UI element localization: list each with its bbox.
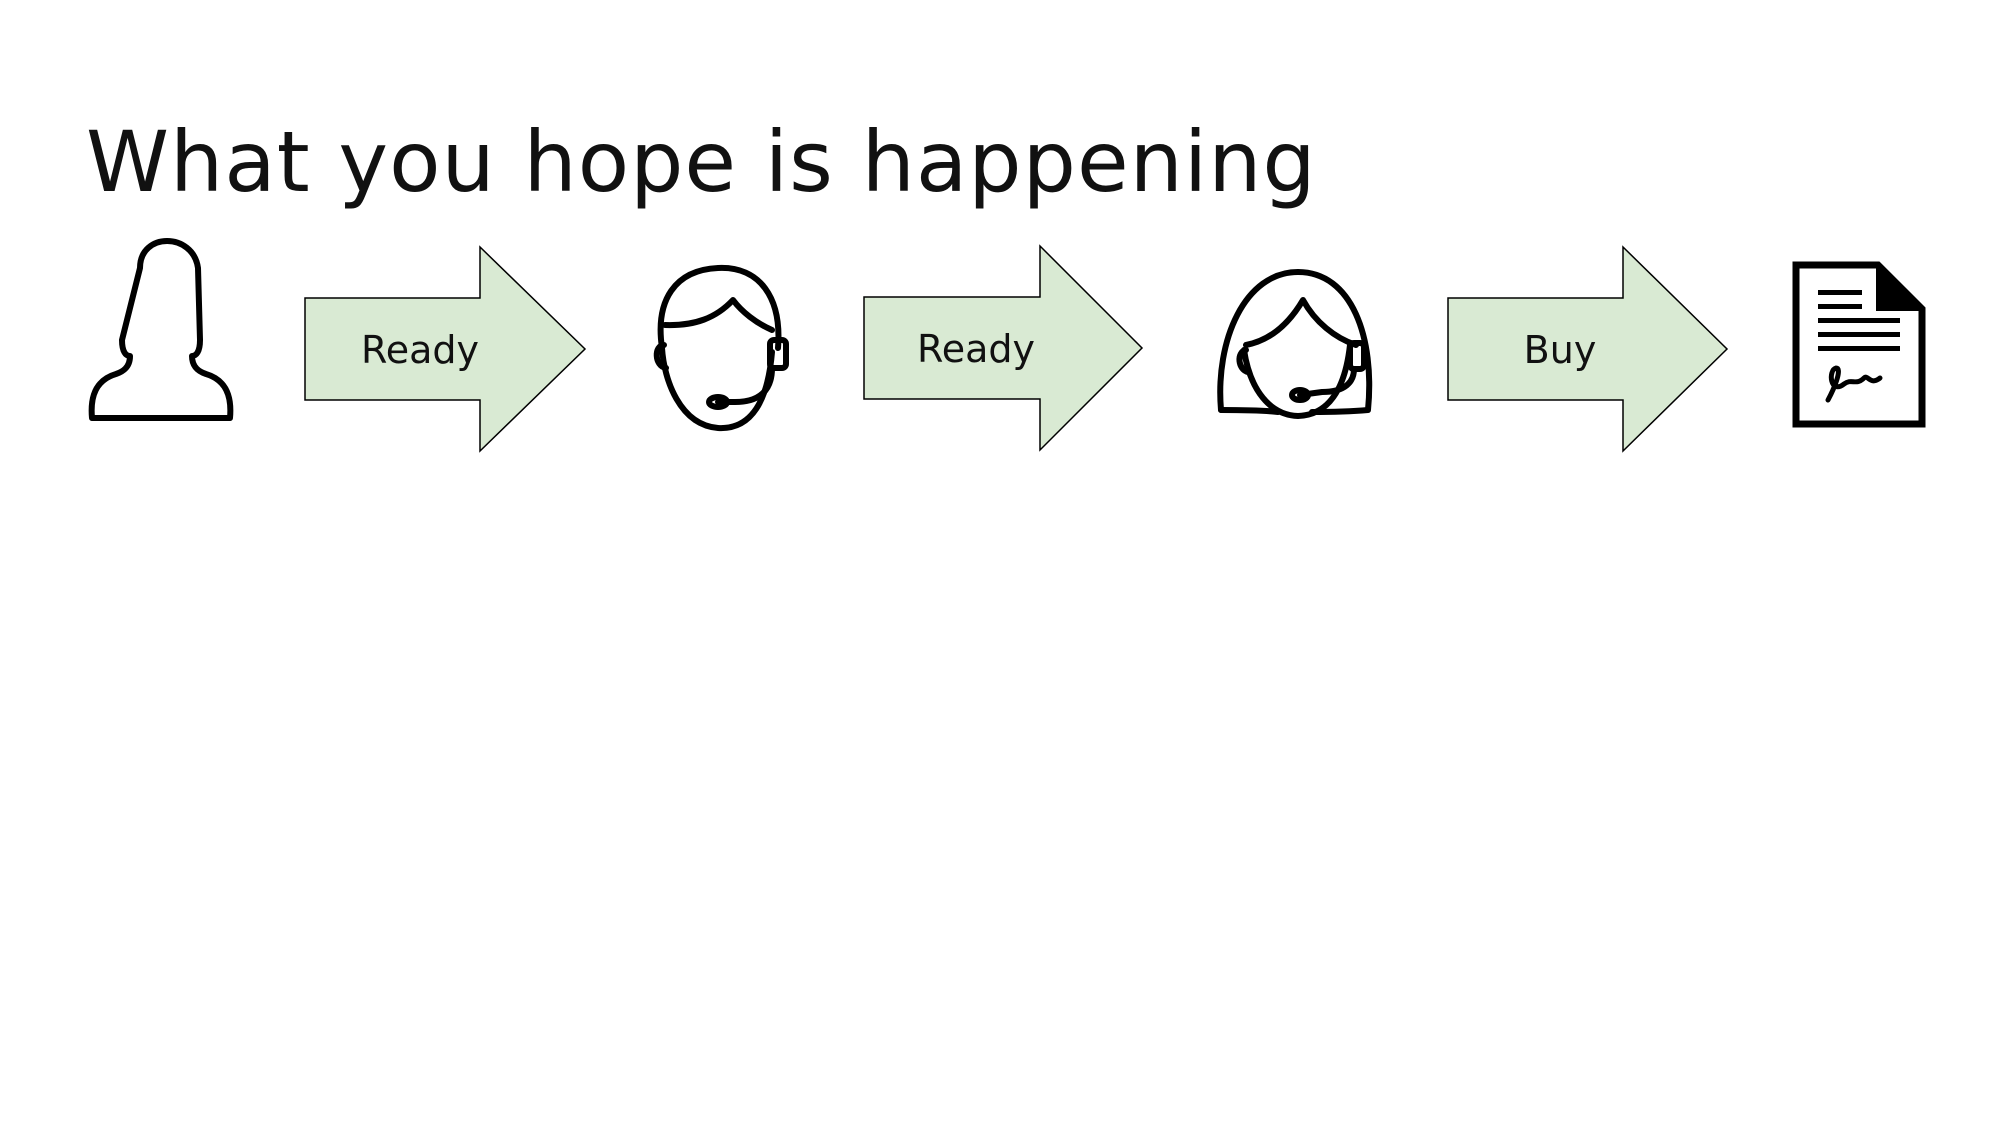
arrow-label: Ready bbox=[361, 328, 479, 372]
person-woman-icon bbox=[88, 238, 234, 421]
signature bbox=[1825, 365, 1883, 403]
agent-woman-headset-icon bbox=[1217, 269, 1373, 419]
arrow-shape bbox=[304, 245, 587, 453]
arrow-label: Buy bbox=[1524, 328, 1597, 372]
flow-arrow-1: Ready bbox=[304, 245, 587, 453]
arrow-label: Ready bbox=[917, 327, 1035, 371]
signed-document-icon bbox=[1792, 261, 1926, 428]
slide-title: What you hope is happening bbox=[86, 113, 1317, 211]
flow-arrow-3: Buy bbox=[1447, 245, 1729, 453]
agent-man-headset-icon bbox=[653, 264, 789, 432]
arrow-shape bbox=[1447, 245, 1729, 453]
flow-arrow-2: Ready bbox=[863, 244, 1144, 452]
arrow-shape bbox=[863, 244, 1144, 452]
